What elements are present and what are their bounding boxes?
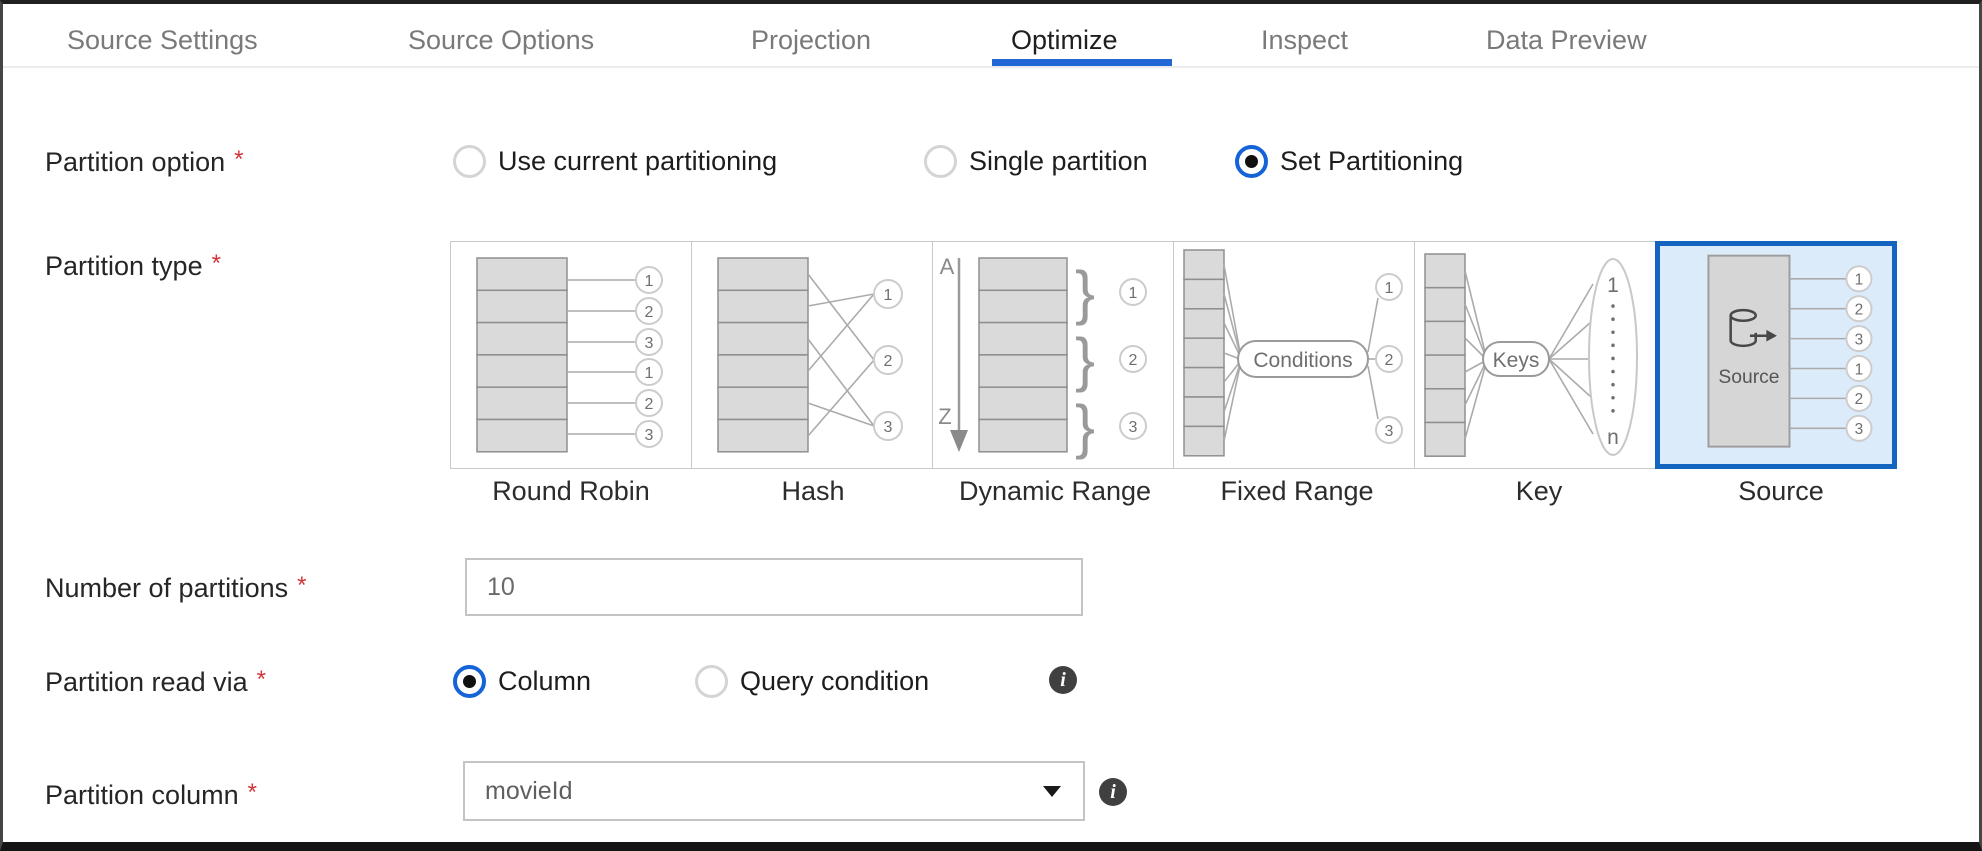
svg-text:n: n [1607, 426, 1619, 449]
radio-label: Query condition [740, 666, 930, 696]
caption-source: Source [1738, 476, 1824, 506]
card-round-robin[interactable]: 1 2 3 1 2 3 [450, 241, 692, 469]
tab-data-preview[interactable]: Data Preview [1486, 25, 1647, 55]
partition-type-label-text: Partition type [45, 251, 203, 281]
partition-column-label-text: Partition column [45, 780, 239, 810]
number-of-partitions-label: Number of partitions * [45, 572, 306, 604]
card-hash[interactable]: 1 2 3 [691, 241, 933, 469]
number-of-partitions-label-text: Number of partitions [45, 573, 289, 603]
tab-source-settings[interactable]: Source Settings [67, 25, 258, 55]
radio-label: Set Partitioning [1280, 146, 1464, 176]
svg-text:1: 1 [884, 287, 893, 304]
svg-text:}: } [1075, 259, 1095, 326]
partition-column-dropdown[interactable]: movieId [463, 761, 1085, 821]
card-fixed-range[interactable]: Conditions 1 2 3 [1173, 241, 1415, 469]
radio-selected-icon[interactable] [1235, 145, 1268, 178]
radio-label: Use current partitioning [498, 146, 778, 176]
svg-text:1: 1 [1855, 361, 1864, 378]
svg-text:2: 2 [1855, 301, 1864, 318]
caption-key: Key [1515, 476, 1563, 506]
svg-text:3: 3 [884, 419, 893, 436]
svg-text:3: 3 [1129, 419, 1138, 436]
svg-text:1: 1 [1385, 280, 1394, 297]
key-diagram: Keys 1 n [1424, 253, 1638, 457]
required-asterisk: * [234, 146, 244, 173]
required-asterisk: * [211, 250, 221, 277]
radio-column[interactable]: Column [453, 665, 591, 698]
svg-text:2: 2 [884, 353, 893, 370]
caption-hash: Hash [781, 476, 845, 506]
svg-text:Conditions: Conditions [1253, 349, 1352, 372]
radio-set-partitioning[interactable]: Set Partitioning [1235, 145, 1463, 178]
radio-selected-icon[interactable] [453, 665, 486, 698]
svg-text:Source: Source [1718, 367, 1779, 388]
dynamic-range-diagram: A Z } } } 1 2 3 [938, 254, 1147, 460]
svg-text:2: 2 [1855, 391, 1864, 408]
radio-use-current-partitioning[interactable]: Use current partitioning [453, 145, 777, 178]
partition-column-label: Partition column * [45, 779, 257, 811]
svg-text:2: 2 [645, 396, 654, 413]
svg-text:}: } [1075, 326, 1095, 393]
card-source[interactable]: Source 1 2 3 1 2 3 [1655, 241, 1897, 469]
svg-text:1: 1 [1855, 272, 1864, 289]
tab-projection[interactable]: Projection [751, 25, 872, 55]
radio-circle-icon[interactable] [453, 145, 486, 178]
radio-circle-icon[interactable] [695, 665, 728, 698]
svg-text:}: } [1075, 393, 1095, 460]
radio-circle-icon[interactable] [924, 145, 957, 178]
required-asterisk: * [256, 666, 266, 693]
svg-text:Z: Z [938, 404, 951, 429]
required-asterisk: * [297, 572, 307, 599]
source-diagram: Source 1 2 3 1 2 3 [1707, 254, 1873, 448]
svg-text:1: 1 [1607, 274, 1619, 297]
radio-single-partition[interactable]: Single partition [924, 145, 1148, 178]
svg-text:3: 3 [1385, 423, 1394, 440]
partition-read-via-label-text: Partition read via [45, 667, 248, 697]
svg-text:3: 3 [645, 335, 654, 352]
svg-text:2: 2 [1129, 352, 1138, 369]
partition-read-via-label: Partition read via * [45, 666, 266, 698]
tab-source-options[interactable]: Source Options [408, 25, 595, 55]
partition-type-label: Partition type * [45, 250, 221, 282]
card-key[interactable]: Keys 1 n [1414, 241, 1656, 469]
caption-dynamic-range: Dynamic Range [958, 476, 1152, 506]
number-of-partitions-input[interactable] [465, 558, 1083, 616]
svg-text:2: 2 [1385, 352, 1394, 369]
dropdown-caret-icon [1043, 785, 1061, 797]
active-tab-underline [992, 59, 1172, 66]
partition-column-value: movieId [485, 776, 573, 805]
tab-optimize[interactable]: Optimize [1011, 25, 1118, 55]
svg-text:1: 1 [1129, 285, 1138, 302]
tab-bar-divider [3, 66, 1979, 68]
required-asterisk: * [247, 779, 257, 806]
partition-option-label-text: Partition option [45, 147, 226, 177]
fixed-range-diagram: Conditions 1 2 3 [1183, 249, 1403, 457]
hash-diagram: 1 2 3 [717, 257, 903, 453]
svg-text:3: 3 [1855, 331, 1864, 348]
svg-text:2: 2 [645, 304, 654, 321]
partition-type-card-group: 1 2 3 1 2 3 1 [450, 241, 1897, 469]
caption-fixed-range: Fixed Range [1220, 476, 1374, 506]
svg-text:3: 3 [1855, 421, 1864, 438]
partition-read-via-info-icon[interactable]: i [1049, 666, 1077, 694]
round-robin-diagram: 1 2 3 1 2 3 [476, 257, 663, 453]
svg-text:3: 3 [645, 427, 654, 444]
radio-label: Single partition [969, 146, 1148, 176]
caption-round-robin: Round Robin [492, 476, 650, 506]
svg-text:Keys: Keys [1493, 349, 1540, 372]
partition-column-info-icon[interactable]: i [1099, 778, 1127, 806]
radio-query-condition[interactable]: Query condition [695, 665, 929, 698]
database-export-icon [1729, 308, 1769, 348]
partition-option-label: Partition option * [45, 146, 243, 178]
radio-label: Column [498, 666, 592, 696]
svg-text:A: A [940, 254, 955, 279]
svg-text:1: 1 [645, 273, 654, 290]
card-dynamic-range[interactable]: A Z } } } 1 2 3 [932, 241, 1174, 469]
partition-type-captions: Round Robin Hash Dynamic Range Fixed Ran… [450, 476, 1902, 507]
svg-text:1: 1 [645, 365, 654, 382]
tab-inspect[interactable]: Inspect [1261, 25, 1349, 55]
